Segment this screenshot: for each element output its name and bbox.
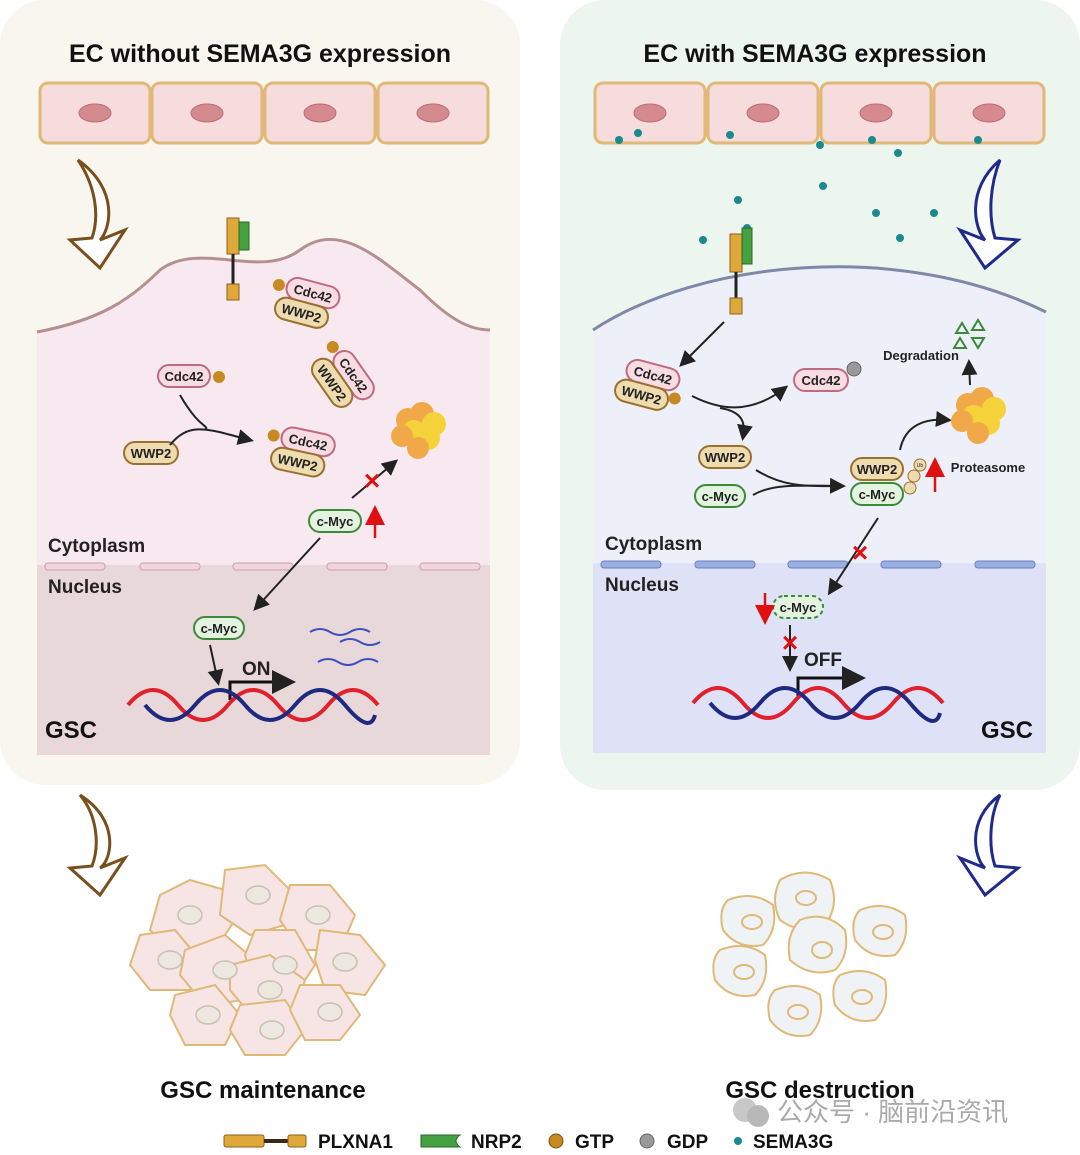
svg-text:GTP: GTP <box>575 1132 614 1153</box>
cmyc-cytoplasm: c-Myc <box>308 509 362 533</box>
svg-text:c-Myc: c-Myc <box>780 600 817 615</box>
svg-text:Cdc42: Cdc42 <box>801 373 840 388</box>
nucleus-label: Nucleus <box>605 575 679 596</box>
legend-gtp: GTP <box>548 1132 614 1153</box>
cdc42-gdp: Cdc42 <box>793 361 862 392</box>
legend-sema3g: SEMA3G <box>734 1132 833 1153</box>
left-title: EC without SEMA3G expression <box>69 40 451 68</box>
watermark: 公众号 · 脑前沿资讯 <box>733 1097 1008 1127</box>
cell-membrane <box>36 237 491 334</box>
cytoplasm-label: Cytoplasm <box>605 534 702 555</box>
mrna-icon <box>309 628 381 666</box>
gsc-label: GSC <box>45 717 97 744</box>
sema3g-molecules <box>615 129 982 244</box>
svg-text:SEMA3G: SEMA3G <box>753 1132 833 1153</box>
cdc42-wwp2-complex: Cdc42 WWP2 <box>614 358 681 411</box>
svg-text:c-Myc: c-Myc <box>317 514 354 529</box>
svg-text:公众号 · 脑前沿资讯: 公众号 · 脑前沿资讯 <box>777 1097 1008 1127</box>
cytoplasm-region <box>37 239 490 565</box>
cdc42-wwp2-complex: Cdc42 WWP2 <box>272 276 341 329</box>
gtp-icon <box>213 371 225 383</box>
svg-text:WWP2: WWP2 <box>131 446 171 461</box>
svg-text:NRP2: NRP2 <box>471 1132 522 1153</box>
off-label: OFF <box>804 650 842 671</box>
svg-text:WWP2: WWP2 <box>705 450 745 465</box>
nuclear-membrane <box>600 560 1036 569</box>
svg-text:PLXNA1: PLXNA1 <box>318 1132 393 1153</box>
plxna1-nrp2-receptor <box>226 217 250 301</box>
svg-text:GDP: GDP <box>667 1132 709 1153</box>
plxna1-nrp2-receptor <box>729 227 753 315</box>
gsc-maintenance-label: GSC maintenance <box>160 1077 365 1104</box>
gdp-icon <box>846 361 862 377</box>
legend: PLXNA1 NRP2 GTP GDP SEMA3G <box>223 1132 833 1153</box>
inhibit-x-icon: × <box>852 537 868 568</box>
cell-membrane <box>592 265 1047 332</box>
svg-text:Ub: Ub <box>917 463 924 469</box>
on-label: ON <box>242 659 271 680</box>
peptide-fragments-icon <box>952 318 986 350</box>
cdc42-gtp: Cdc42 <box>157 364 225 388</box>
down-arrow-icon <box>66 158 129 271</box>
dying-gsc-icon <box>712 871 908 1037</box>
cmyc-nucleus: c-Myc <box>193 616 245 640</box>
nucleus-region <box>593 563 1046 753</box>
down-arrow-icon <box>66 793 129 898</box>
gsc-label: GSC <box>981 717 1033 744</box>
dna-icon <box>126 688 380 725</box>
down-arrow-icon <box>956 158 1022 271</box>
inhibit-x-icon: × <box>364 465 380 496</box>
down-arrow-icon <box>956 793 1022 898</box>
wwp2: WWP2 <box>698 445 752 469</box>
endothelial-cells <box>593 81 1046 145</box>
legend-plxna1: PLXNA1 <box>223 1132 393 1153</box>
gsc-destruction-label: GSC destruction <box>725 1077 914 1104</box>
legend-nrp2: NRP2 <box>420 1132 522 1153</box>
cytoplasm-label: Cytoplasm <box>48 536 145 557</box>
svg-text:Cdc42: Cdc42 <box>164 369 203 384</box>
degradation-label: Degradation <box>883 348 959 363</box>
endothelial-cells <box>38 81 490 145</box>
wwp2: WWP2 <box>123 441 179 465</box>
left-panel: EC without SEMA3G expression Cdc42 WWP2 … <box>0 0 520 785</box>
dna-icon <box>691 686 945 723</box>
gsc-cluster-icon <box>128 863 387 1056</box>
svg-text:c-Myc: c-Myc <box>859 487 896 502</box>
nuclear-membrane <box>44 562 481 571</box>
right-panel: EC with SEMA3G expression Cdc42 WWP2 <box>560 0 1080 790</box>
right-title: EC with SEMA3G expression <box>643 40 986 68</box>
cmyc-nucleus-reduced: c-Myc <box>772 595 824 619</box>
inhibit-x-icon: × <box>782 627 798 658</box>
legend-gdp: GDP <box>639 1132 709 1153</box>
svg-text:WWP2: WWP2 <box>857 462 897 477</box>
svg-text:c-Myc: c-Myc <box>201 621 238 636</box>
svg-text:c-Myc: c-Myc <box>702 489 739 504</box>
cmyc: c-Myc <box>694 484 746 508</box>
cdc42-wwp2-complex: Cdc42 WWP2 <box>267 426 336 478</box>
cdc42-wwp2-complex: Cdc42 WWP2 <box>311 341 375 408</box>
nucleus-label: Nucleus <box>48 577 122 598</box>
proteasome-label: Proteasome <box>951 460 1025 475</box>
